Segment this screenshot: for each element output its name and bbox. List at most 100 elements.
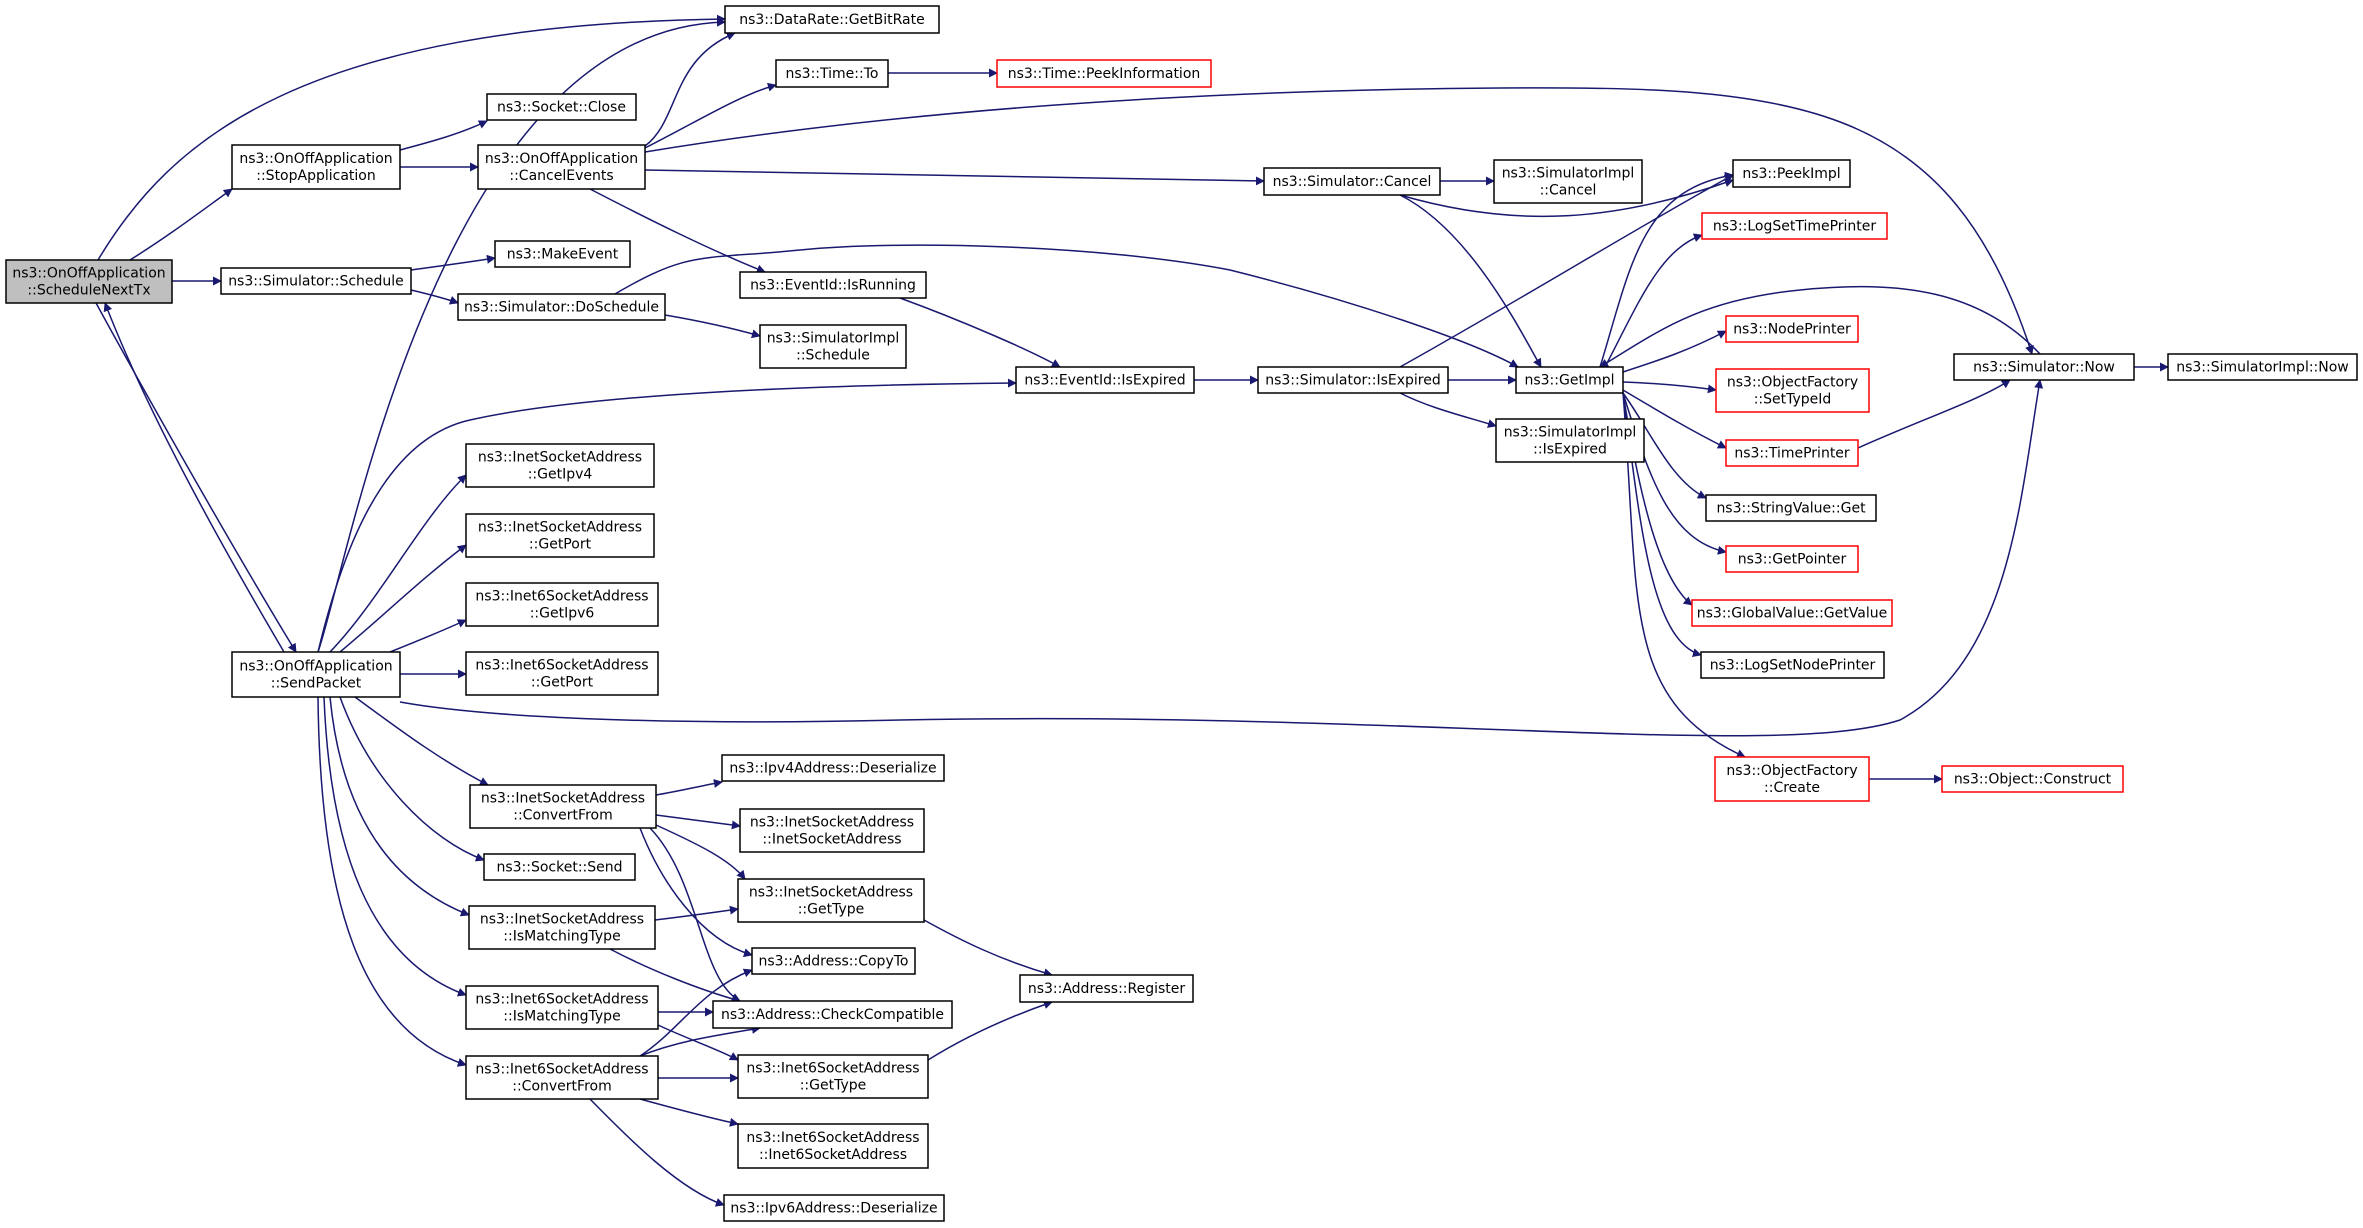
node-box	[759, 324, 907, 369]
edge-path	[644, 31, 736, 147]
node-ns3-object-construct[interactable]: ns3::Object::Construct	[1941, 765, 2124, 793]
node-ns3-onoffapplication-stopapplication[interactable]: ns3::OnOffApplication::StopApplication	[231, 144, 401, 190]
node-box	[457, 293, 666, 321]
node-ns3-peekimpl[interactable]: ns3::PeekImpl	[1732, 159, 1851, 188]
node-ns3-simulatorimpl-isexpired[interactable]: ns3::SimulatorImpl::IsExpired	[1495, 418, 1645, 463]
node-ns3-eventid-isrunning[interactable]: ns3::EventId::IsRunning	[739, 271, 927, 299]
edge-ns3-onoffapplication-schedulenexttx-to-ns3-onoffapplication-stopapplication	[129, 188, 233, 261]
node-ns3-stringvalue-get[interactable]: ns3::StringValue::Get	[1705, 494, 1877, 522]
node-label-line: ::GetPort	[529, 537, 592, 553]
node-ns3-inet6socketaddress-ismatchingtype[interactable]: ns3::Inet6SocketAddress::IsMatchingType	[465, 985, 659, 1030]
node-box	[465, 513, 655, 558]
node-label-line: ns3::SimulatorImpl	[1504, 425, 1637, 441]
node-ns3-inet6socketaddress-getport[interactable]: ns3::Inet6SocketAddress::GetPort	[465, 651, 659, 696]
node-ns3-inet6socketaddress-getipv6[interactable]: ns3::Inet6SocketAddress::GetIpv6	[465, 582, 659, 627]
node-label-line: ns3::Simulator::IsExpired	[1265, 373, 1441, 389]
node-box	[465, 985, 659, 1030]
node-ns3-onoffapplication-sendpacket[interactable]: ns3::OnOffApplication::SendPacket	[231, 651, 401, 698]
node-label-line: ns3::Simulator::DoSchedule	[464, 300, 659, 316]
node-label-line: ns3::DataRate::GetBitRate	[739, 12, 925, 28]
node-ns3-inetsocketaddress-inetsocketaddress[interactable]: ns3::InetSocketAddress::InetSocketAddres…	[739, 808, 925, 853]
edge-path	[655, 779, 723, 796]
node-label-line: ns3::Inet6SocketAddress	[475, 589, 648, 605]
node-box	[737, 878, 925, 923]
node-ns3-timeprinter[interactable]: ns3::TimePrinter	[1725, 439, 1859, 467]
node-ns3-simulator-doschedule[interactable]: ns3::Simulator::DoSchedule	[457, 293, 666, 321]
node-ns3-simulatorimpl-cancel[interactable]: ns3::SimulatorImpl::Cancel	[1493, 159, 1643, 204]
node-ns3-inet6socketaddress-gettype[interactable]: ns3::Inet6SocketAddress::GetType	[737, 1054, 929, 1099]
node-ns3-time-to[interactable]: ns3::Time::To	[775, 59, 889, 88]
node-ns3-simulator-now[interactable]: ns3::Simulator::Now	[1953, 353, 2135, 381]
node-ns3-inetsocketaddress-getport[interactable]: ns3::InetSocketAddress::GetPort	[465, 513, 655, 558]
node-ns3-simulatorimpl-schedule[interactable]: ns3::SimulatorImpl::Schedule	[759, 324, 907, 369]
edge-ns3-onoffapplication-sendpacket-to-ns3-inetsocketaddress-getipv4	[329, 474, 467, 653]
node-ns3-address-checkcompatible[interactable]: ns3::Address::CheckCompatible	[712, 1000, 953, 1029]
node-label-line: ns3::Inet6SocketAddress	[475, 1062, 648, 1078]
node-box	[1263, 167, 1441, 196]
node-ns3-onoffapplication-schedulenexttx[interactable]: ns3::OnOffApplication::ScheduleNextTx	[5, 259, 173, 304]
node-ns3-socket-close[interactable]: ns3::Socket::Close	[486, 93, 637, 121]
edge-ns3-onoffapplication-sendpacket-to-ns3-onoffapplication-schedulenexttx	[103, 302, 285, 653]
node-ns3-nodeprinter[interactable]: ns3::NodePrinter	[1725, 315, 1859, 343]
node-box	[739, 808, 925, 853]
edge-ns3-getimpl-to-ns3-objectfactory-settypeid	[1622, 381, 1717, 394]
node-label-line: ns3::InetSocketAddress	[478, 450, 642, 466]
node-label-line: ns3::LogSetTimePrinter	[1713, 219, 1877, 235]
edge-path	[1599, 171, 1734, 368]
edge-path	[1622, 330, 1727, 373]
node-ns3-makeevent[interactable]: ns3::MakeEvent	[494, 240, 631, 268]
node-ns3-simulator-isexpired[interactable]: ns3::Simulator::IsExpired	[1257, 366, 1449, 394]
node-ns3-inetsocketaddress-ismatchingtype[interactable]: ns3::InetSocketAddress::IsMatchingType	[468, 905, 656, 950]
node-ns3-inetsocketaddress-gettype[interactable]: ns3::InetSocketAddress::GetType	[737, 878, 925, 923]
node-label-line: ns3::Time::PeekInformation	[1008, 66, 1201, 82]
node-label-line: ns3::SimulatorImpl	[767, 331, 900, 347]
node-ns3-socket-send[interactable]: ns3::Socket::Send	[483, 853, 636, 881]
node-label-line: ns3::SimulatorImpl	[1502, 166, 1635, 182]
node-ns3-ipv4address-deserialize[interactable]: ns3::Ipv4Address::Deserialize	[721, 754, 945, 782]
node-label-line: ::Cancel	[1540, 183, 1597, 199]
node-ns3-time-peekinformation[interactable]: ns3::Time::PeekInformation	[996, 59, 1212, 88]
node-ns3-logsetnodeprinter[interactable]: ns3::LogSetNodePrinter	[1700, 651, 1885, 679]
node-ns3-ipv6address-deserialize[interactable]: ns3::Ipv6Address::Deserialize	[723, 1194, 945, 1222]
edge-ns3-simulator-isexpired-to-ns3-peekimpl	[1399, 174, 1734, 368]
node-ns3-objectfactory-settypeid[interactable]: ns3::ObjectFactory::SetTypeId	[1715, 368, 1870, 413]
node-box	[1515, 366, 1624, 394]
edge-ns3-onoffapplication-sendpacket-to-ns3-socket-send	[339, 696, 485, 862]
edge-path	[399, 379, 2044, 737]
edge-ns3-simulator-schedule-to-ns3-simulator-doschedule	[410, 289, 459, 305]
node-ns3-onoffapplication-cancelevents[interactable]: ns3::OnOffApplication::CancelEvents	[477, 144, 646, 190]
node-ns3-eventid-isexpired[interactable]: ns3::EventId::IsExpired	[1015, 366, 1195, 394]
edge-path	[354, 696, 489, 786]
node-ns3-address-register[interactable]: ns3::Address::Register	[1019, 974, 1194, 1003]
node-ns3-objectfactory-create[interactable]: ns3::ObjectFactory::Create	[1714, 756, 1870, 802]
edge-path	[655, 824, 746, 880]
node-label-line: ::Create	[1764, 780, 1820, 796]
edge-ns3-inetsocketaddress-convertfrom-to-ns3-ipv4address-deserialize	[655, 779, 723, 796]
node-box	[775, 59, 889, 88]
node-label-line: ns3::Inet6SocketAddress	[475, 658, 648, 674]
node-ns3-inet6socketaddress-convertfrom[interactable]: ns3::Inet6SocketAddress::ConvertFrom	[465, 1055, 659, 1100]
node-label-line: ::IsMatchingType	[503, 1009, 620, 1025]
node-label-line: ns3::Simulator::Now	[1973, 360, 2115, 376]
edge-ns3-getimpl-to-ns3-objectfactory-create	[1622, 392, 1746, 758]
node-ns3-inetsocketaddress-getipv4[interactable]: ns3::InetSocketAddress::GetIpv4	[465, 443, 655, 488]
node-ns3-datarate-getbitrate[interactable]: ns3::DataRate::GetBitRate	[724, 5, 940, 34]
node-ns3-logsettimeprinter[interactable]: ns3::LogSetTimePrinter	[1701, 212, 1888, 240]
node-ns3-globalvalue-getvalue[interactable]: ns3::GlobalValue::GetValue	[1691, 599, 1893, 627]
node-box	[996, 59, 1212, 88]
node-ns3-inet6socketaddress-inet6socketaddress[interactable]: ns3::Inet6SocketAddress::Inet6SocketAddr…	[737, 1123, 929, 1169]
node-ns3-simulator-schedule[interactable]: ns3::Simulator::Schedule	[220, 267, 412, 295]
node-box	[1714, 756, 1870, 802]
edge-path	[339, 696, 485, 862]
node-ns3-inetsocketaddress-convertfrom[interactable]: ns3::InetSocketAddress::ConvertFrom	[469, 784, 657, 829]
node-box	[737, 1123, 929, 1169]
node-ns3-simulatorimpl-now[interactable]: ns3::SimulatorImpl::Now	[2167, 353, 2358, 381]
edge-path	[654, 905, 739, 921]
node-ns3-simulator-cancel[interactable]: ns3::Simulator::Cancel	[1263, 167, 1441, 196]
edge-path	[1604, 233, 1703, 368]
node-ns3-address-copyto[interactable]: ns3::Address::CopyTo	[751, 947, 916, 975]
edge-ns3-onoffapplication-cancelevents-to-ns3-simulator-now	[644, 87, 2034, 355]
node-label-line: ns3::SimulatorImpl::Now	[2176, 360, 2349, 376]
node-ns3-getpointer[interactable]: ns3::GetPointer	[1725, 545, 1859, 573]
node-ns3-getimpl[interactable]: ns3::GetImpl	[1515, 366, 1624, 394]
